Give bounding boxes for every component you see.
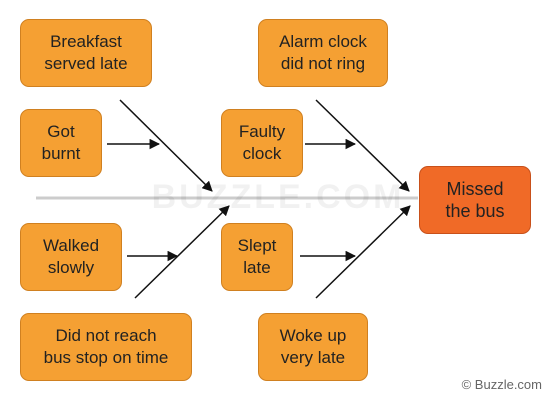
cause-faulty-clock: Faulty clock [221,109,303,177]
bone-alarm-arrow [315,99,410,192]
bone-breakfast-arrow [119,99,213,192]
watermark: BUZZLE.COM [151,178,405,216]
effect-missed-the-bus: Missed the bus [419,166,531,234]
cause-got-burnt: Got burnt [20,109,102,177]
cause-slept-late: Slept late [221,223,293,291]
bone-walked-arrow [134,205,230,299]
cause-alarm-clock-did-not-ring: Alarm clock did not ring [258,19,388,87]
cause-breakfast-served-late: Breakfast served late [20,19,152,87]
cause-woke-up-very-late: Woke up very late [258,313,368,381]
cause-walked-slowly: Walked slowly [20,223,122,291]
cause-did-not-reach-bus-stop: Did not reach bus stop on time [20,313,192,381]
copyright-credit: © Buzzle.com [461,377,542,392]
bone-woke-arrow [315,205,411,299]
